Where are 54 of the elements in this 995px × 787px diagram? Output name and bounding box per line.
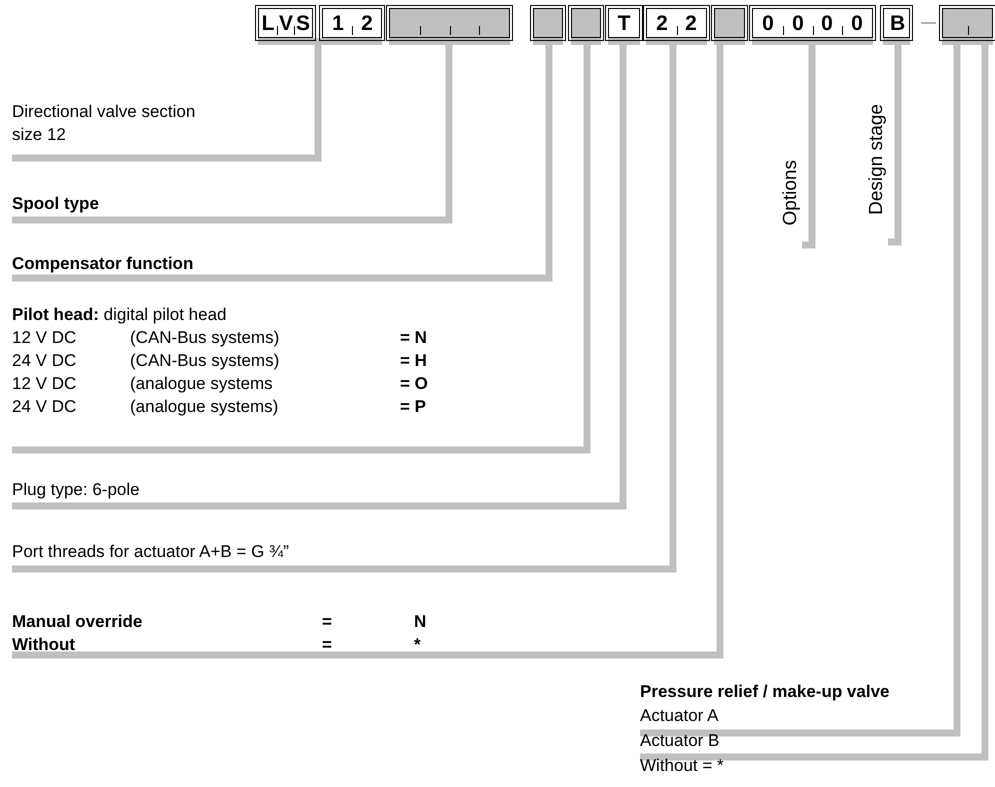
code-character: B [890, 12, 904, 36]
description-text: Actuator B [640, 729, 720, 754]
code-character: S [296, 12, 310, 36]
section-heading: Pressure relief / make-up valve [640, 681, 890, 703]
code-value: = P [400, 396, 427, 418]
description-text: Plug type: 6-pole [12, 478, 140, 502]
code-character: 2 [684, 12, 698, 36]
description-text: Design stage [866, 104, 888, 215]
code-character: 0 [850, 12, 864, 36]
empty-code-box [389, 8, 510, 38]
code-character: 1 [331, 12, 345, 36]
option-text: Without [12, 634, 76, 656]
code-character: L [261, 12, 275, 36]
description-text: Port threads for actuator A+B = G ¾” [12, 540, 289, 566]
code-character: V [279, 12, 293, 36]
code-box [752, 8, 873, 38]
code-box [608, 8, 640, 38]
empty-code-box [571, 8, 601, 38]
equals-sign: = [322, 611, 333, 633]
equals-sign: = [322, 634, 333, 656]
code-value: = O [400, 373, 428, 395]
code-box [646, 8, 707, 38]
pilot-head-heading: Pilot head: digital pilot head [12, 304, 228, 326]
voltage-text: 24 V DC [12, 396, 78, 418]
voltage-text: 12 V DC [12, 327, 78, 349]
system-text: (CAN-Bus systems) [130, 350, 280, 372]
voltage-text: 12 V DC [12, 373, 78, 395]
code-character: 0 [761, 12, 775, 36]
description-text: Compensator function [12, 252, 194, 274]
code-character: T [617, 12, 631, 36]
code-box [322, 8, 382, 38]
empty-code-box [714, 8, 745, 38]
system-text: (CAN-Bus systems) [130, 327, 280, 349]
code-character: 2 [655, 12, 669, 36]
system-text: (analogue systems [130, 373, 274, 395]
code-box [258, 8, 313, 38]
code-value: N [414, 611, 426, 633]
code-character: 0 [820, 12, 834, 36]
code-value: = N [400, 327, 428, 349]
code-box [883, 8, 910, 38]
empty-code-box [533, 8, 563, 38]
description-text: Options [780, 160, 802, 226]
code-value: * [414, 634, 422, 656]
code-character: 0 [791, 12, 805, 36]
description-text: Actuator A [640, 704, 718, 730]
code-character: 2 [360, 12, 374, 36]
description-text: Spool type [12, 192, 99, 216]
system-text: (analogue systems) [130, 396, 280, 418]
voltage-text: 24 V DC [12, 350, 78, 372]
empty-code-box [942, 8, 993, 38]
option-text: Without = * [640, 755, 724, 777]
option-text: Manual override [12, 611, 144, 633]
description-text: Directional valve section size 12 [12, 100, 227, 154]
code-value: = H [400, 350, 428, 372]
